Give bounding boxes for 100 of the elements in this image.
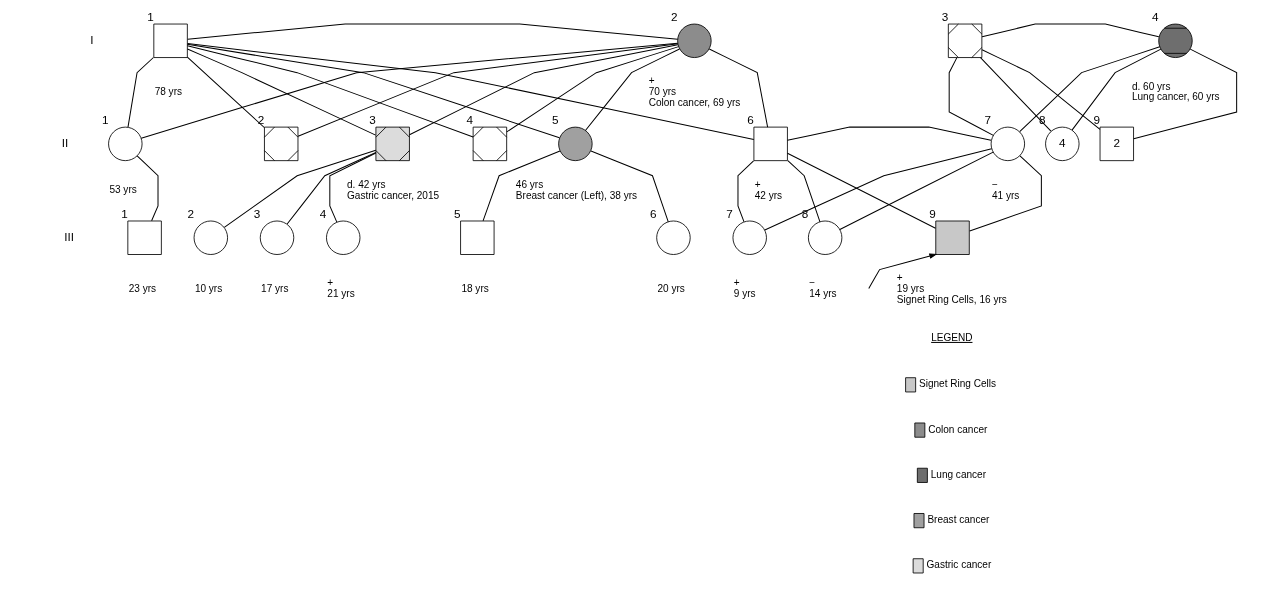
node-label: + bbox=[896, 272, 903, 283]
connector bbox=[187, 43, 755, 140]
connector bbox=[981, 23, 1160, 38]
node-label: + bbox=[648, 75, 655, 87]
connector bbox=[127, 57, 154, 128]
label: III bbox=[64, 229, 75, 243]
connector bbox=[1133, 48, 1238, 140]
node-box bbox=[127, 220, 162, 255]
node-label: 23 yrs bbox=[128, 282, 157, 294]
legend-label: Signet Ring Cells bbox=[919, 378, 997, 390]
node-label: 2 bbox=[187, 206, 194, 220]
node-label: d. 42 yrs bbox=[347, 178, 386, 190]
node-circle bbox=[677, 23, 712, 58]
node-label: d. 60 yrs bbox=[1131, 80, 1171, 92]
connector bbox=[223, 149, 377, 228]
node-circle bbox=[193, 220, 228, 255]
node-label: + bbox=[733, 277, 740, 289]
node-label: − bbox=[809, 277, 816, 289]
label: II bbox=[61, 135, 69, 149]
node-label: − bbox=[991, 178, 998, 190]
connector bbox=[187, 23, 679, 40]
label: I bbox=[90, 32, 94, 46]
node-circle bbox=[807, 220, 843, 255]
connector bbox=[482, 150, 561, 222]
node-label: 4 bbox=[319, 206, 327, 220]
connector bbox=[737, 160, 755, 223]
node-circle bbox=[732, 220, 767, 255]
node-box bbox=[935, 220, 970, 255]
node-label: 3 bbox=[253, 206, 261, 220]
node-label: 42 yrs bbox=[754, 189, 783, 201]
connector bbox=[969, 155, 1042, 232]
legend-label: Gastric cancer bbox=[926, 559, 992, 571]
connector bbox=[506, 46, 680, 133]
connector bbox=[948, 57, 994, 136]
legend-label: Lung cancer bbox=[930, 468, 987, 480]
node-circle bbox=[1158, 23, 1193, 58]
node-label: 20 yrs bbox=[657, 282, 685, 294]
node-label: Signet Ring Cells, 16 yrs bbox=[896, 293, 1007, 305]
connector bbox=[286, 151, 377, 225]
connector bbox=[329, 152, 377, 223]
node-label: 6 bbox=[747, 112, 754, 126]
connector bbox=[584, 48, 680, 131]
connector bbox=[297, 43, 679, 137]
node-label: 5 bbox=[552, 112, 559, 126]
connector bbox=[186, 45, 474, 138]
connector bbox=[786, 126, 992, 141]
node-label: 9 yrs bbox=[733, 288, 756, 300]
connector bbox=[708, 48, 769, 128]
label: LEGEND bbox=[931, 331, 973, 343]
node-label: 10 yrs bbox=[194, 282, 223, 294]
node-label: 5 bbox=[453, 206, 461, 220]
connector bbox=[136, 155, 159, 222]
node-label: 2 bbox=[257, 112, 265, 126]
node-box bbox=[460, 220, 495, 255]
connector bbox=[839, 151, 994, 230]
node-label: Colon cancer, 69 yrs bbox=[648, 96, 741, 108]
node-circle bbox=[108, 126, 143, 162]
node-label: 19 yrs bbox=[896, 282, 925, 294]
node-label: 9 bbox=[929, 206, 936, 220]
node-label: 3 bbox=[941, 9, 949, 23]
connector bbox=[186, 48, 377, 136]
node-label: 2 bbox=[671, 9, 678, 23]
node-label: Lung cancer, 60 yrs bbox=[1131, 91, 1220, 103]
node-label: 3 bbox=[369, 112, 376, 126]
node-label: 41 yrs bbox=[991, 189, 1020, 201]
node-label: + bbox=[754, 178, 761, 190]
node-label: 9 bbox=[1093, 112, 1100, 126]
connector bbox=[186, 56, 265, 128]
node-label: 1 bbox=[101, 112, 109, 126]
node-label: + bbox=[327, 277, 334, 289]
node-label: 17 yrs bbox=[261, 282, 289, 294]
node-label: Breast cancer (Left), 38 yrs bbox=[515, 189, 638, 201]
connector bbox=[786, 152, 937, 229]
node-label: 14 yrs bbox=[809, 288, 837, 300]
connector bbox=[1019, 46, 1161, 133]
node-label: 18 yrs bbox=[461, 282, 489, 294]
node-label: 7 bbox=[984, 112, 991, 126]
node-label: 6 bbox=[650, 206, 657, 220]
node-label: 70 yrs bbox=[648, 85, 677, 97]
connector bbox=[590, 150, 669, 223]
node-circle bbox=[990, 126, 1026, 162]
node-circle bbox=[656, 220, 691, 255]
node-circle bbox=[558, 126, 593, 162]
node-label: 53 yrs bbox=[109, 184, 137, 196]
node-label: Gastric cancer, 2015 bbox=[347, 189, 440, 201]
node-label: 1 bbox=[147, 9, 154, 23]
connector bbox=[980, 57, 1052, 132]
node-box bbox=[753, 126, 788, 162]
connector bbox=[764, 148, 993, 231]
node-box bbox=[153, 23, 188, 58]
connector bbox=[1071, 48, 1162, 131]
connector bbox=[140, 42, 679, 139]
node-circle bbox=[326, 220, 361, 255]
arrow bbox=[868, 253, 938, 289]
node-circle bbox=[259, 220, 295, 255]
node-label: 7 bbox=[726, 206, 733, 220]
connector bbox=[186, 43, 560, 139]
node-label: 78 yrs bbox=[154, 85, 183, 97]
node-label: 4 bbox=[466, 112, 474, 126]
connector bbox=[408, 44, 679, 136]
